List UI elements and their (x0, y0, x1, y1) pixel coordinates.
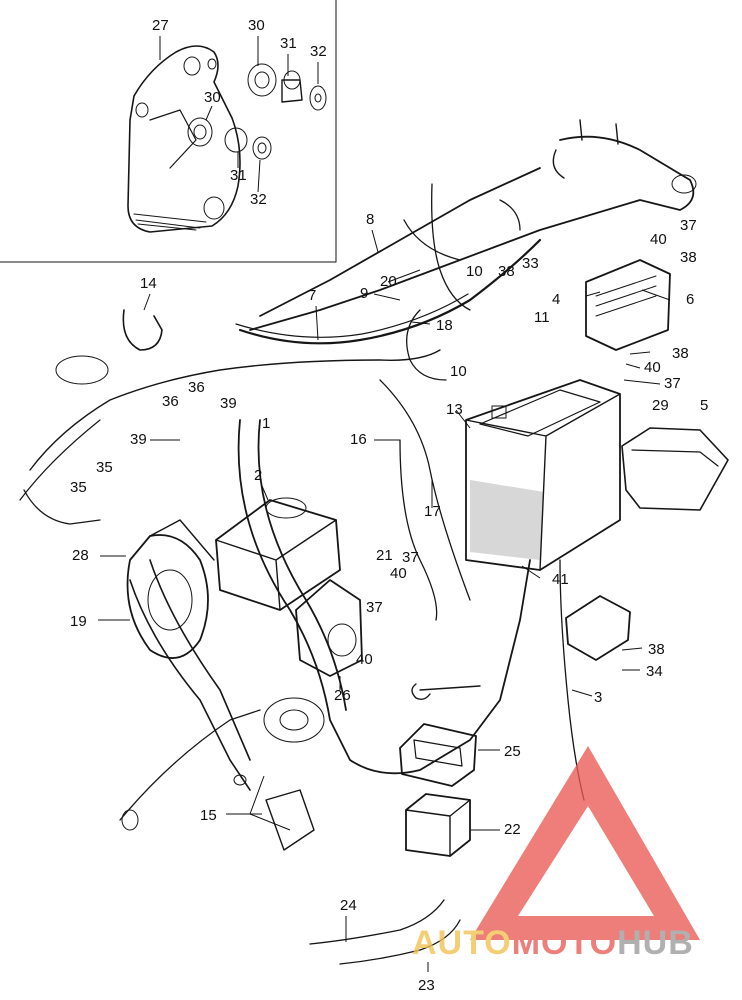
callout-label: 9 (360, 285, 368, 302)
callout-label: 15 (200, 807, 217, 824)
wiring-harness-drawing (19, 183, 585, 965)
callout-label: 31 (280, 35, 297, 52)
callout-label: 37 (680, 217, 697, 234)
callout-label: 10 (450, 363, 467, 380)
callout-label: 16 (350, 431, 367, 448)
callout-labels: 27 30 31 32 30 31 32 8 20 9 10 38 33 37 … (70, 17, 708, 994)
connector-socket-drawing (55, 309, 325, 851)
watermark-word-moto: MOTO (512, 924, 617, 962)
automotohub-watermark: AUTOMOTOHUB (412, 746, 700, 962)
regulator-unit-drawing (565, 595, 631, 661)
callout-label: 7 (308, 287, 316, 304)
callout-label: 40 (644, 359, 661, 376)
callout-label: 37 (366, 599, 383, 616)
callout-label: 10 (466, 263, 483, 280)
warning-triangle-icon (470, 746, 700, 940)
callout-label: 39 (130, 431, 147, 448)
callout-label: 40 (650, 231, 667, 248)
callout-label: 1 (262, 415, 270, 432)
callout-label: 37 (664, 375, 681, 392)
callout-label: 32 (310, 43, 327, 60)
regulator-bracket-drawing (295, 579, 363, 677)
flasher-relay-drawing (399, 723, 477, 857)
callout-label: 21 (376, 547, 393, 564)
callout-label: 39 (220, 395, 237, 412)
callout-label: 34 (646, 663, 663, 680)
side-cover-bracket-drawing (127, 45, 327, 233)
callout-label: 11 (534, 309, 550, 326)
callout-label: 37 (402, 549, 419, 566)
callout-label: 38 (680, 249, 697, 266)
callout-label: 31 (230, 167, 247, 184)
callout-label: 18 (436, 317, 453, 334)
callout-label: 36 (188, 379, 205, 396)
callout-label: 2 (254, 467, 262, 484)
callout-label: 30 (248, 17, 265, 34)
callout-label: 4 (552, 291, 560, 308)
callout-label: 3 (594, 689, 602, 706)
callout-label: 40 (390, 565, 407, 582)
ignition-coil-drawing (215, 497, 341, 611)
callout-label: 5 (700, 397, 708, 414)
callout-label: 30 (204, 89, 221, 106)
callout-label: 27 (152, 17, 169, 34)
callout-label: 17 (424, 503, 441, 520)
relay-box-drawing (585, 259, 671, 351)
callout-label: 6 (686, 291, 694, 308)
callout-label: 35 (70, 479, 87, 496)
callout-label: 25 (504, 743, 521, 760)
callout-label: 38 (672, 345, 689, 362)
svg-text:AUTOMOTOHUB: AUTOMOTOHUB (412, 924, 694, 962)
callout-label: 24 (340, 897, 357, 914)
callout-label: 41 (552, 571, 569, 588)
callout-label: 8 (366, 211, 374, 228)
callout-label: 32 (250, 191, 267, 208)
callout-label: 19 (70, 613, 87, 630)
callout-label: 40 (356, 651, 373, 668)
callout-label: 35 (96, 459, 113, 476)
watermark-word-hub: HUB (617, 924, 694, 962)
callout-label: 38 (498, 263, 515, 280)
callout-label: 23 (418, 977, 435, 994)
callout-label: 22 (504, 821, 521, 838)
callout-label: 26 (334, 687, 351, 704)
horn-drawing (126, 519, 215, 659)
callout-label: 33 (522, 255, 539, 272)
callout-label: 28 (72, 547, 89, 564)
callout-label: 14 (140, 275, 157, 292)
callout-label: 38 (648, 641, 665, 658)
battery-drawing (465, 379, 621, 571)
inset-frame (0, 0, 337, 263)
callout-label: 29 (652, 397, 669, 414)
watermark-word-auto: AUTO (412, 924, 512, 962)
battery-cover-drawing (621, 427, 729, 511)
frame-backbone-drawing (129, 119, 697, 791)
leader-lines (98, 36, 671, 972)
callout-label: 36 (162, 393, 179, 410)
